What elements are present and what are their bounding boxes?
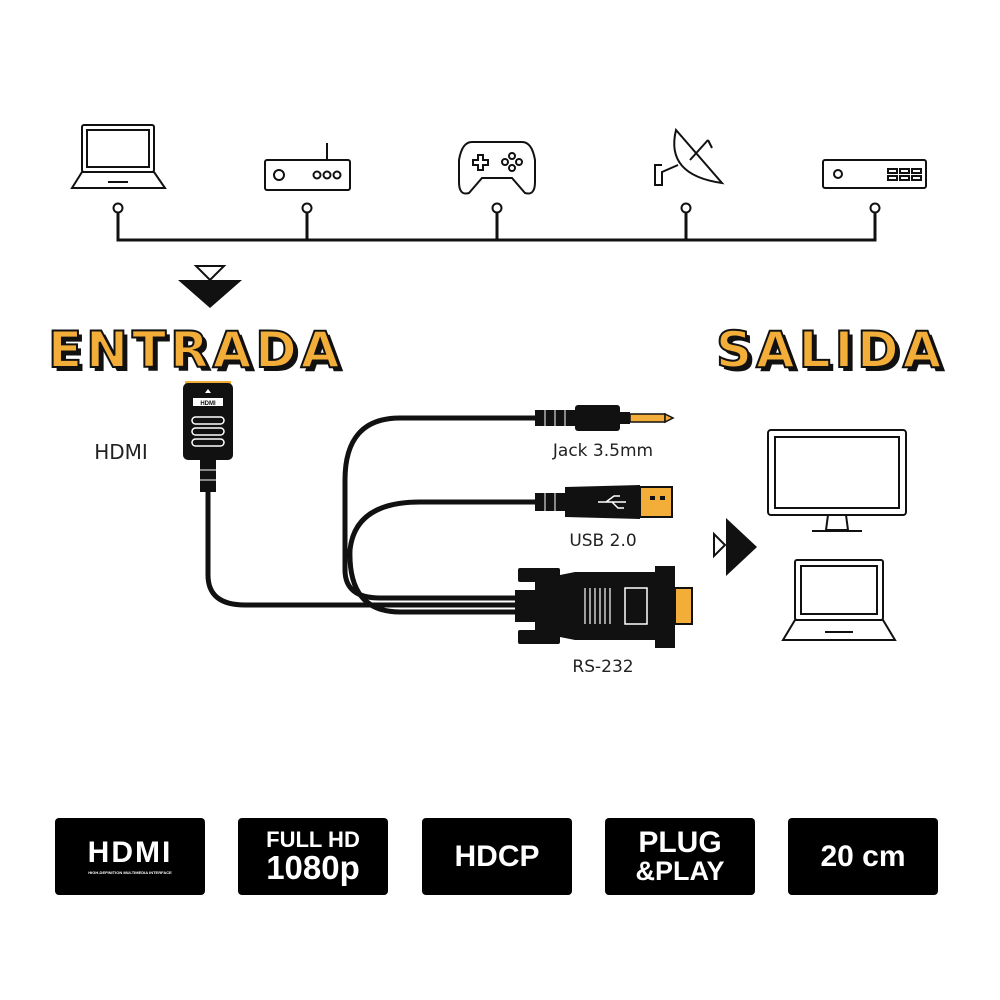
badge-hdmi-subtitle: HIGH-DEFINITION MULTIMEDIA INTERFACE (88, 870, 172, 875)
monitor-icon (767, 429, 907, 532)
output-title: SALIDA (715, 321, 946, 379)
cables (205, 415, 540, 615)
jack-label: Jack 3.5mm (552, 441, 654, 461)
badge-hdcp-text: HDCP (454, 839, 540, 873)
badge-plug-line2: &PLAY (635, 856, 725, 886)
badge-plug-play: PLUG &PLAY (605, 818, 755, 895)
badge-hdmi-logo: HDMI (87, 836, 173, 869)
router-icon (264, 143, 351, 191)
input-title: ENTRADA (47, 321, 344, 379)
badge-plug-line1: PLUG (638, 826, 722, 859)
badge-full-hd-line2: 1080p (266, 849, 360, 886)
hdmi-connector-icon: HDMI (183, 381, 233, 492)
set-top-box-icon (822, 159, 927, 189)
satellite-dish-icon (654, 127, 725, 186)
badge-hdmi: HDMI HIGH-DEFINITION MULTIMEDIA INTERFAC… (55, 818, 205, 895)
badge-hdcp: HDCP (422, 818, 572, 895)
audio-jack-icon (535, 405, 675, 431)
hdmi-label: HDMI (94, 440, 148, 464)
badge-length-text: 20 cm (820, 839, 906, 873)
right-arrow-icon (713, 518, 757, 576)
laptop-icon (70, 124, 167, 189)
badge-full-hd-line1: FULL HD (266, 827, 360, 852)
svg-text:HDMI: HDMI (200, 401, 216, 407)
usb-label: USB 2.0 (569, 531, 637, 551)
laptop-icon (781, 559, 897, 641)
down-arrow-icon (178, 265, 242, 308)
badge-full-hd: FULL HD 1080p (238, 818, 388, 895)
usb-plug-icon (535, 485, 673, 519)
rs232-label: RS-232 (572, 657, 634, 677)
source-bus-line (112, 202, 881, 242)
db9-connector-icon (515, 566, 693, 648)
badge-length: 20 cm (788, 818, 938, 895)
gamepad-icon (458, 141, 536, 195)
